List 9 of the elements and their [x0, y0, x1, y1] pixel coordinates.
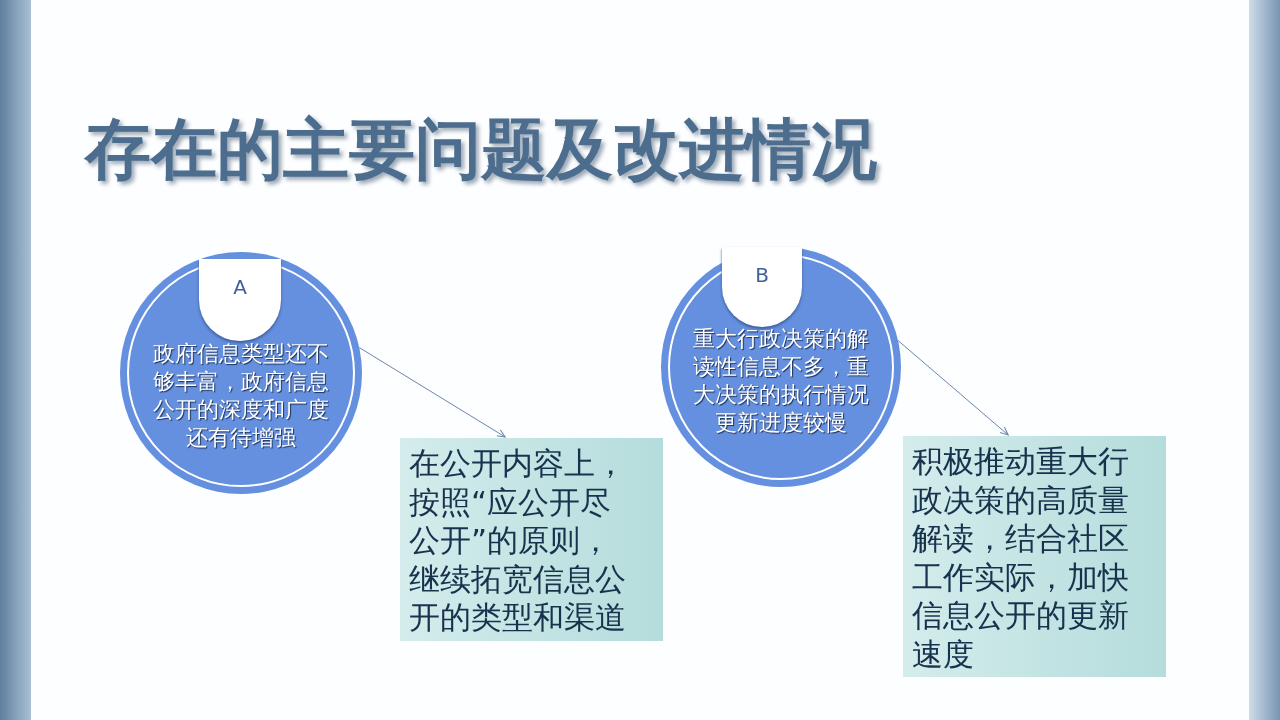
problem-text: 政府信息类型还不够丰富，政府信息公开的深度和广度还有待增强: [152, 340, 330, 452]
improvement-box: 在公开内容上，按照“应公开尽公开”的原则，继续拓宽信息公开的类型和渠道: [400, 438, 663, 641]
slide-title: 存在的主要问题及改进情况: [85, 110, 877, 190]
arrow: [897, 340, 1009, 436]
letter-tab: A: [199, 259, 281, 341]
improvement-box: 积极推动重大行政决策的高质量解读，结合社区工作实际，加快信息公开的更新速度: [903, 436, 1166, 677]
problem-text: 重大行政决策的解读性信息不多，重大决策的执行情况更新进度较慢: [692, 325, 870, 437]
arrow: [358, 347, 506, 438]
letter-tab: B: [722, 247, 802, 327]
